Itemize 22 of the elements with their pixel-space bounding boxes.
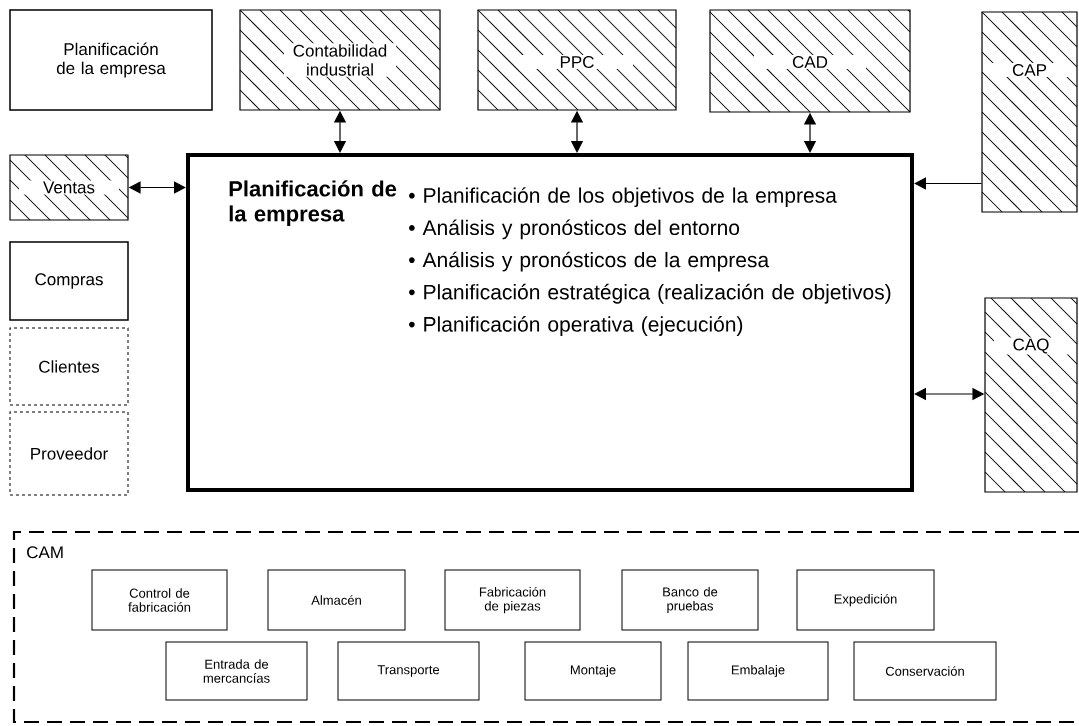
hatched-box: PPC (477, 9, 677, 111)
process-box: Transporte (337, 641, 480, 701)
external-box: Proveedor (9, 411, 129, 496)
process-box: Montaje (524, 641, 662, 701)
hatched-box: Contabilidad industrial (239, 9, 441, 111)
process-box: Expedición (796, 569, 935, 631)
process-box: Compras (9, 241, 129, 321)
process-box: Planificación de la empresa (9, 9, 213, 111)
external-box: Clientes (9, 327, 129, 406)
process-box: Conservación (853, 641, 997, 701)
hatched-box: Ventas (9, 154, 129, 221)
process-box: Fabricación de piezas (444, 569, 581, 631)
hatched-box: CAP (981, 11, 1078, 213)
hatched-box: CAQ (984, 297, 1078, 493)
process-box: Almacén (267, 569, 406, 631)
hatched-box: CAD (709, 9, 911, 113)
process-box: Control de fabricación (91, 569, 228, 631)
process-box: Embalaje (687, 641, 829, 701)
process-box: Entrada de mercancías (165, 641, 308, 701)
main-box: Planificación de la empresa • Planificación de los objetivos de la empresa • Análisis y pronósticos del entorno • Análisis y pronósticos de la empresa • Planificación estratégica (realización de objetivos) • Planificación operativa (ejecución) (186, 153, 914, 492)
process-box: Banco de pruebas (621, 569, 759, 631)
arrow (914, 177, 982, 190)
